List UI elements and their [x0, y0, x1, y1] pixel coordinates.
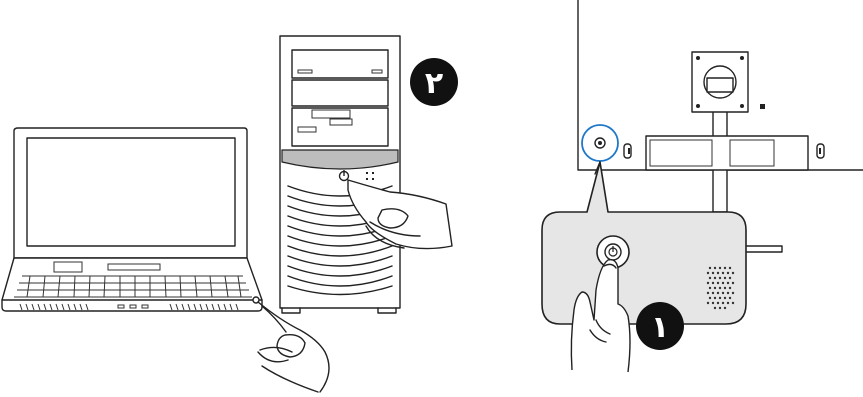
pointing-hand-icon — [257, 301, 330, 393]
step-badge-2: ٢ — [410, 58, 458, 106]
pointing-hand-icon — [347, 179, 453, 250]
laptop-power-button — [252, 296, 260, 304]
step-badge-1: ١ — [636, 302, 684, 350]
svg-text:٢: ٢ — [425, 66, 443, 101]
monitor-power-button[interactable] — [581, 124, 619, 162]
svg-text:١: ١ — [651, 310, 669, 345]
zoom-callout — [541, 161, 747, 325]
speaker-grille — [706, 266, 735, 310]
pointing-hand-icon — [570, 258, 631, 373]
computer-power-button[interactable] — [338, 170, 350, 182]
monitor — [577, 0, 863, 253]
desktop-computer — [279, 35, 401, 314]
laptop — [1, 127, 263, 312]
